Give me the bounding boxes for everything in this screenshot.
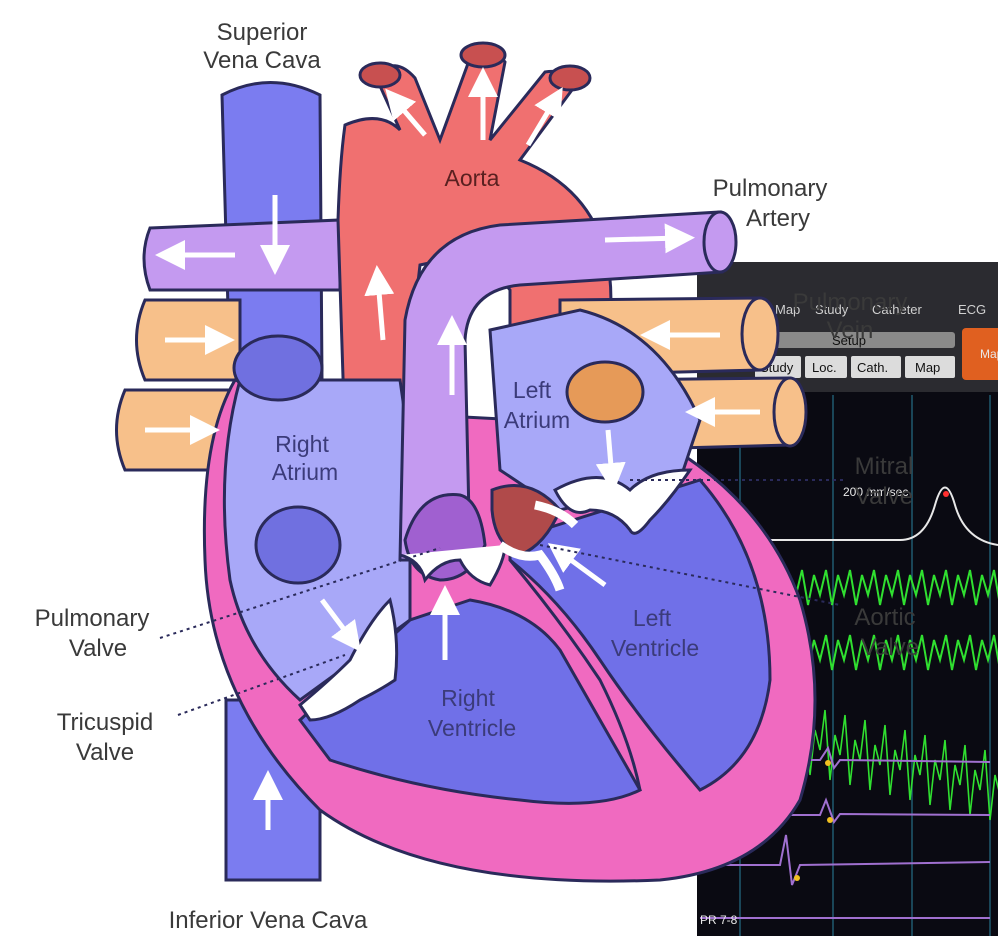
ecg-marker-yellow	[827, 817, 833, 823]
aorta-branch-top-left	[360, 63, 400, 87]
label-right-atrium: Atrium	[272, 459, 338, 485]
ecg-marker-red	[943, 491, 949, 497]
label-pulmonary-vein: Vein	[827, 317, 874, 344]
label-left-ventricle: Left	[633, 605, 672, 631]
label-left-atrium: Atrium	[504, 407, 570, 433]
label-left-ventricle: Ventricle	[611, 635, 699, 661]
label-tricuspid-valve: Valve	[76, 739, 134, 766]
label-superior-vena-cava: Superior	[217, 19, 308, 46]
label-pulmonary-valve: Valve	[69, 635, 127, 662]
monitor-button-cath-label: Cath.	[857, 360, 888, 375]
label-mitral-valve: Valve	[855, 483, 913, 510]
superior-vena-cava-opening	[234, 336, 322, 400]
label-left-atrium: Left	[513, 377, 552, 403]
label-aorta: Aorta	[445, 165, 500, 191]
label-aortic-valve: Valve	[861, 634, 919, 661]
label-pulmonary-valve: Pulmonary	[35, 605, 150, 632]
pulmonary-vein-right-upper-opening	[742, 298, 778, 370]
aorta-branch-top-right	[550, 66, 590, 90]
monitor-menu-ecg[interactable]: ECG	[958, 302, 986, 317]
flow-arrow-pa-right	[605, 238, 680, 240]
label-right-atrium: Right	[275, 431, 329, 457]
label-right-ventricle: Ventricle	[428, 715, 516, 741]
label-mitral-valve: Mitral	[855, 453, 914, 480]
monitor-map-orange-label: Map	[980, 347, 998, 361]
pulmonary-vein-right-lower-opening	[774, 378, 806, 446]
pulmonary-artery-opening	[704, 212, 736, 272]
pulmonary-vein-opening-left-atrium	[567, 362, 643, 422]
label-right-ventricle: Right	[441, 685, 495, 711]
label-inferior-vena-cava: Inferior Vena Cava	[169, 907, 368, 934]
ecg-marker-yellow	[825, 760, 831, 766]
monitor-button-loc-label: Loc.	[812, 360, 837, 375]
coronary-sinus-opening	[256, 507, 340, 583]
ecg-marker-yellow	[794, 875, 800, 881]
label-superior-vena-cava: Vena Cava	[203, 47, 321, 74]
label-pulmonary-vein: Pulmonary	[793, 289, 908, 316]
label-pulmonary-artery: Pulmonary	[713, 175, 828, 202]
monitor-button-map-label: Map	[915, 360, 940, 375]
monitor-footer-label: PR 7-8	[700, 913, 738, 927]
label-pulmonary-artery: Artery	[746, 205, 810, 232]
aorta-branch-top-middle	[461, 43, 505, 67]
label-tricuspid-valve: Tricuspid	[57, 709, 153, 736]
label-aortic-valve: Aortic	[854, 604, 915, 631]
